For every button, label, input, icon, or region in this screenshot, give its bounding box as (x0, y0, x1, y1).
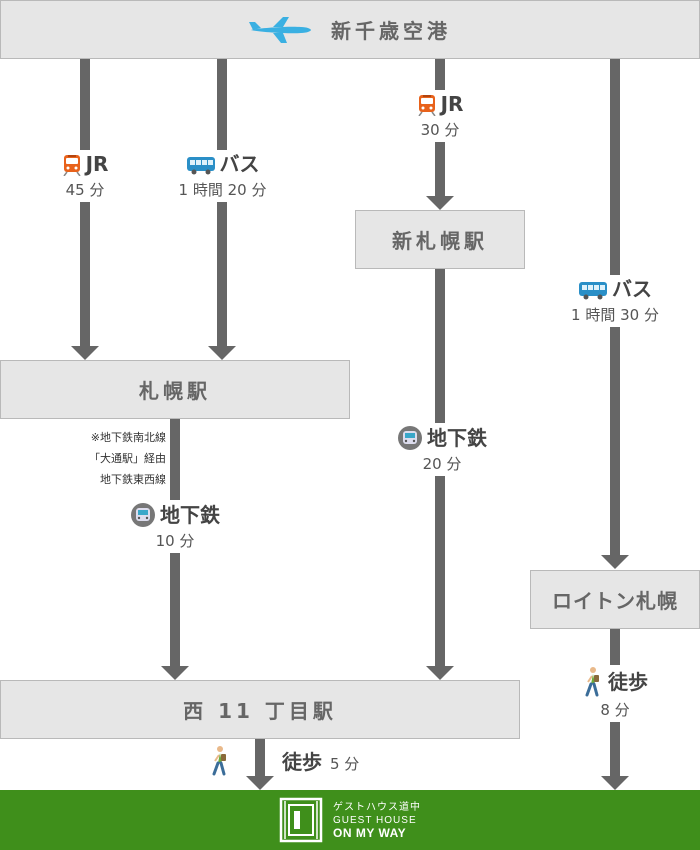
arrow-head-bus-loiton (601, 555, 629, 569)
route-mode: JR (440, 92, 464, 116)
train-icon (62, 153, 81, 176)
route-mode: 徒歩 (608, 669, 648, 694)
airplane-icon (249, 16, 311, 43)
route-mode: 地下鉄 (427, 425, 487, 450)
route-mode: バス (219, 152, 260, 176)
arrow-head-subway-sapporo (161, 666, 189, 680)
arrow-head-subway-shin (426, 666, 454, 680)
route-label-jr-shin: JR 30 分 (395, 90, 485, 142)
walking-person-icon (585, 667, 601, 697)
bus-icon (186, 156, 215, 174)
route-time: 30 分 (420, 121, 460, 139)
destination-guesthouse-banner: ゲストハウス道中 GUEST HOUSE ON MY WAY (0, 790, 700, 850)
node-label-loiton: ロイトン札幌 (552, 589, 678, 613)
route-label-walk-nishi: 徒歩 5 分 (282, 746, 359, 775)
arrow-head-walk-loiton (601, 776, 629, 790)
note-line: ※地下鉄南北線 (90, 431, 166, 444)
route-time: 5 分 (330, 755, 360, 773)
node-label-sapporo: 札幌駅 (139, 379, 211, 403)
transfer-note: ※地下鉄南北線 「大通駅」経由 地下鉄東西線 (56, 427, 166, 490)
route-label-walk-loiton: 徒歩 8 分 (565, 665, 665, 722)
guesthouse-logo-text: ゲストハウス道中 GUEST HOUSE ON MY WAY (333, 801, 421, 840)
route-mode: JR (85, 152, 109, 176)
guesthouse-logo-icon (279, 797, 323, 843)
node-label-airport: 新千歳空港 (331, 19, 451, 43)
train-icon (417, 93, 436, 116)
route-label-bus-sapporo: バス 1 時間 20 分 (160, 150, 285, 202)
route-time: 45 分 (65, 181, 105, 199)
route-mode: バス (612, 277, 652, 301)
route-time: 1 時間 30 分 (571, 306, 659, 324)
arrow-shaft-jr-sapporo (80, 59, 90, 346)
logo-line-en2: ON MY WAY (333, 825, 407, 840)
logo-line-en1: GUEST HOUSE (333, 814, 417, 826)
bus-icon (579, 281, 607, 299)
note-line: 「大通駅」経由 (89, 452, 166, 465)
arrow-shaft-bus-sapporo (217, 59, 227, 346)
route-label-jr-sapporo: JR 45 分 (40, 150, 130, 202)
node-label-nishi11: 西 11 丁目駅 (183, 699, 337, 723)
subway-icon (398, 426, 422, 450)
route-mode: 徒歩 (282, 750, 322, 774)
route-time: 1 時間 20 分 (178, 181, 267, 199)
arrow-head-walk-nishi (246, 776, 274, 790)
route-time: 10 分 (155, 532, 195, 550)
arrow-head-bus-sapporo (208, 346, 236, 360)
node-nishi-11-chome-station: 西 11 丁目駅 (0, 680, 520, 739)
node-label-shin-sapporo: 新札幌駅 (392, 229, 488, 253)
arrow-shaft-walk-nishi (255, 739, 265, 776)
node-loiton-sapporo: ロイトン札幌 (530, 570, 700, 629)
subway-icon (131, 503, 155, 527)
node-sapporo-station: 札幌駅 (0, 360, 350, 419)
node-shin-sapporo-station: 新札幌駅 (355, 210, 525, 269)
note-line: 地下鉄東西線 (100, 473, 166, 486)
route-label-subway-sapporo: 地下鉄 10 分 (115, 500, 235, 553)
arrow-head-jr-shin (426, 196, 454, 210)
node-new-chitose-airport: 新千歳空港 (0, 0, 700, 59)
route-time: 8 分 (600, 701, 630, 719)
walking-person-icon (212, 746, 228, 776)
route-label-bus-loiton: バス 1 時間 30 分 (553, 275, 677, 327)
route-label-subway-shin: 地下鉄 20 分 (382, 423, 502, 476)
route-time: 20 分 (422, 455, 462, 473)
logo-line-jp: ゲストハウス道中 (333, 801, 421, 813)
arrow-head-jr-sapporo (71, 346, 99, 360)
route-mode: 地下鉄 (160, 502, 220, 527)
